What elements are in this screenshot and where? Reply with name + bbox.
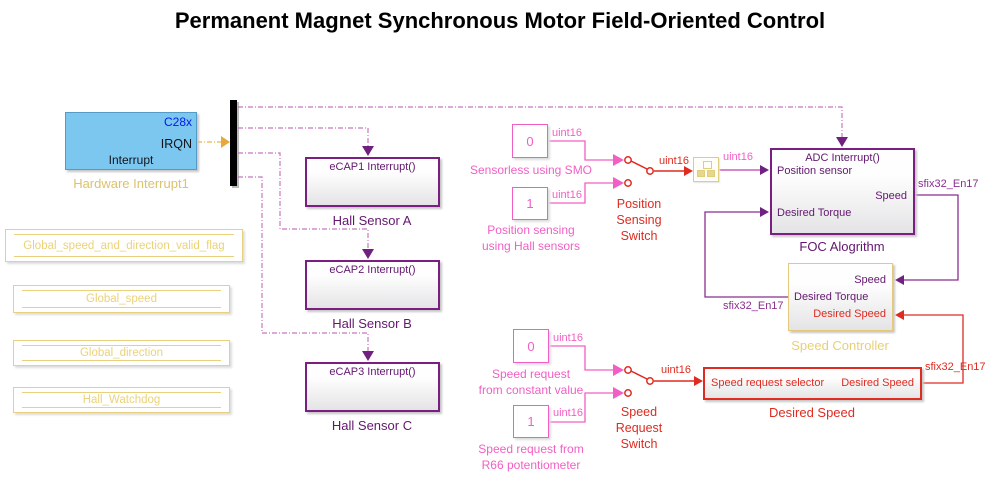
- position-sensor-port: Position sensor: [777, 165, 853, 177]
- speed-request-switch-label: Speed Request Switch: [615, 405, 663, 451]
- speed-request-selector-port: Speed request selector: [711, 377, 825, 389]
- speed-in-port: Speed: [854, 274, 886, 286]
- hall-sensor-b-block[interactable]: eCAP2 Interrupt(): [305, 260, 440, 310]
- speed-switch-input-arrows: [613, 364, 624, 399]
- speed-controller-name: Speed Controller: [791, 338, 889, 353]
- bus-bar[interactable]: [230, 100, 237, 186]
- speed-out-port: Speed: [875, 190, 907, 202]
- ecap1-port-label: eCAP1 Interrupt(): [329, 161, 416, 173]
- wire-const-to-position-switch[interactable]: [548, 140, 614, 204]
- wire-foc-speed-to-controller[interactable]: [895, 194, 959, 285]
- memory-copy-block[interactable]: [693, 157, 719, 182]
- desired-speed-out-port: Desired Speed: [841, 377, 914, 389]
- hall-sensor-b-name: Hall Sensor B: [332, 316, 412, 331]
- signal-type-uint16: uint16: [661, 364, 691, 376]
- hall-sensor-c-block[interactable]: eCAP3 Interrupt(): [305, 362, 440, 412]
- hardware-interrupt-block[interactable]: C28x IRQN Interrupt: [65, 112, 197, 170]
- datastore-label: Global_direction: [79, 347, 164, 359]
- signal-type-uint16: uint16: [723, 151, 753, 163]
- foc-algorithm-block[interactable]: ADC Interrupt() Position sensor Speed De…: [770, 148, 915, 235]
- sensorless-smo-label: Sensorless using SMO: [469, 163, 593, 177]
- hardware-interrupt-name: Hardware Interrupt1: [73, 176, 189, 191]
- signal-type-uint16: uint16: [553, 407, 583, 419]
- memory-copy-icon: [703, 161, 712, 169]
- signal-type-sfix32: sfix32_En17: [723, 300, 784, 312]
- adc-interrupt-port: ADC Interrupt(): [805, 152, 880, 164]
- speed-request-pot-label: Speed request from R66 potentiometer: [478, 442, 584, 472]
- interrupt-text: Interrupt: [108, 153, 154, 167]
- desired-speed-name: Desired Speed: [769, 405, 855, 420]
- desired-speed-in-port: Desired Speed: [813, 308, 886, 320]
- constant-speedrequest-value[interactable]: 0: [513, 329, 549, 363]
- position-switch-input-arrows: [613, 154, 624, 189]
- position-sensing-label: Position sensing using Hall sensors: [481, 223, 581, 253]
- wire-irqn-to-bar[interactable]: [197, 136, 230, 148]
- diagram-title: Permanent Magnet Synchronous Motor Field…: [174, 8, 826, 33]
- ecap3-port-label: eCAP3 Interrupt(): [329, 366, 416, 378]
- constant-value: 0: [526, 133, 534, 149]
- constant-hallsensing-value[interactable]: 1: [512, 187, 548, 220]
- signal-type-sfix32: sfix32_En17: [918, 178, 979, 190]
- ecap2-port-label: eCAP2 Interrupt(): [329, 264, 416, 276]
- datastore-label: Global_speed: [86, 293, 157, 305]
- desired-torque-port: Desired Torque: [777, 207, 852, 219]
- datastore-global-speed[interactable]: Global_speed: [13, 285, 230, 313]
- constant-value: 0: [527, 338, 535, 354]
- hall-sensor-a-name: Hall Sensor A: [332, 213, 412, 228]
- speed-request-constant-label: Speed request from constant value: [478, 367, 584, 397]
- hall-sensor-a-block[interactable]: eCAP1 Interrupt(): [305, 157, 440, 207]
- constant-value: 1: [527, 414, 535, 429]
- datastore-global-speed-and-direction-valid-flag[interactable]: Global_speed_and_direction_valid_flag: [5, 229, 243, 262]
- signal-type-uint16: uint16: [659, 155, 689, 167]
- constant-potentiometer-value[interactable]: 1: [513, 405, 549, 438]
- function-call-wires[interactable]: [238, 106, 843, 353]
- signal-type-uint16: uint16: [552, 127, 582, 139]
- datastore-global-direction[interactable]: Global_direction: [13, 340, 230, 366]
- speed-controller-block[interactable]: Speed Desired Torque Desired Speed: [788, 263, 893, 331]
- constant-sensorless-value[interactable]: 0: [512, 124, 548, 158]
- signal-type-uint16: uint16: [552, 189, 582, 201]
- wire-desiredspeed-to-controller[interactable]: [895, 310, 964, 384]
- foc-algorithm-name: FOC Alogrithm: [799, 239, 885, 254]
- desired-torque-out-port: Desired Torque: [794, 291, 869, 303]
- datastore-label: Global_speed_and_direction_valid_flag: [23, 239, 225, 252]
- position-switch-out-arrow: [684, 166, 693, 176]
- function-call-arrowheads: [362, 137, 848, 361]
- signal-type-uint16: uint16: [553, 332, 583, 344]
- datastore-label: Hall_Watchdog: [82, 394, 161, 406]
- wire-const-to-speed-switch[interactable]: [549, 345, 614, 423]
- speed-request-switch[interactable]: [624, 366, 694, 397]
- irqn-port-label: IRQN: [160, 137, 192, 151]
- wire-memcopy-to-foc[interactable]: [719, 165, 769, 175]
- constant-value: 1: [526, 196, 534, 211]
- desired-speed-block[interactable]: Speed request selector Desired Speed: [703, 367, 922, 400]
- position-sensing-switch[interactable]: [624, 156, 684, 187]
- chip-type-label: C28x: [163, 115, 192, 129]
- position-sensing-switch-label: Position Sensing Switch: [616, 197, 662, 243]
- wire-torque-to-foc[interactable]: [704, 207, 788, 298]
- hall-sensor-c-name: Hall Sensor C: [331, 418, 413, 433]
- datastore-hall-watchdog[interactable]: Hall_Watchdog: [13, 387, 230, 413]
- signal-type-sfix32: sfix32_En17: [925, 361, 986, 373]
- speed-switch-out-arrow: [694, 376, 703, 386]
